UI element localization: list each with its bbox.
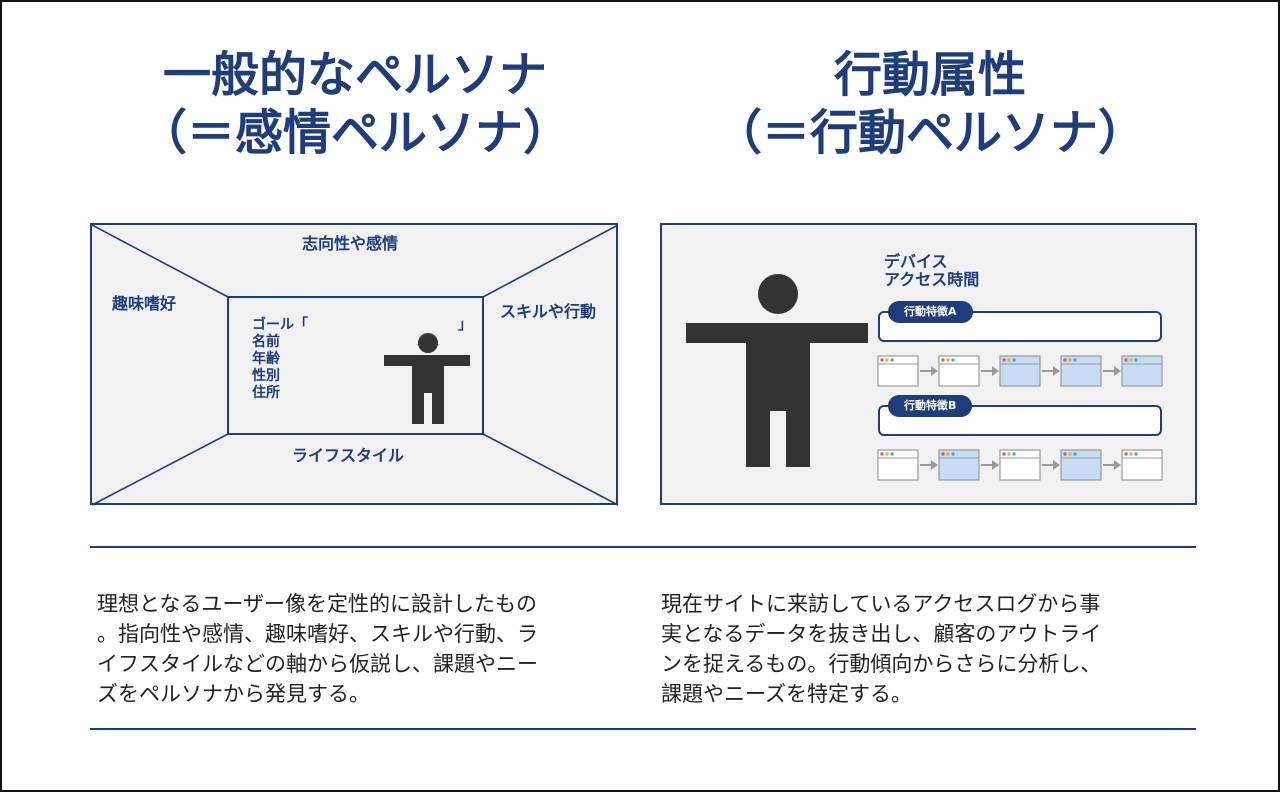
description-line: 実となるデータを抜き出し、顧客のアウトライ — [661, 622, 1102, 646]
flow-arrow-icon — [920, 460, 938, 470]
behavior-persona-title-line2: （＝行動ペルソナ） — [713, 105, 1146, 161]
label-orientation-emotion: 志向性や感情 — [302, 234, 399, 253]
browser-window-icon — [1060, 355, 1102, 387]
flow-arrow-icon — [1103, 366, 1121, 376]
label-lifestyle: ライフスタイル — [292, 446, 405, 465]
description-line: ズをペルソナから発見する。 — [97, 682, 370, 706]
flow-arrow-icon — [981, 366, 999, 376]
description-line: 課題やニーズを特定する。 — [661, 682, 912, 706]
description-line: 理想となるユーザー像を定性的に設計したもの — [97, 592, 537, 616]
description-line: ンを捉えるもの。行動傾向からさらに分析し、 — [661, 652, 1102, 676]
flow-arrow-icon — [1042, 460, 1060, 470]
browser-window-icon — [1060, 449, 1102, 481]
persona-profile-fields: ゴール「 名前 年齢 性別 住所 — [252, 317, 308, 402]
browser-window-icon — [1121, 355, 1163, 387]
description-line: イフスタイルなどの軸から仮説し、課題やニー — [97, 652, 538, 676]
large-person-icon — [686, 274, 868, 467]
feature-b-pill: 行動特徴B — [888, 395, 973, 417]
behavior-figure-and-flows — [686, 274, 1163, 481]
access-time-label: アクセス時間 — [884, 270, 980, 289]
flow-row-a — [877, 355, 1163, 387]
room-perspective-lines — [92, 225, 619, 506]
divider-bottom — [90, 728, 1196, 730]
person-icon — [384, 333, 470, 424]
goal-label: ゴール「 — [252, 317, 308, 333]
device-label: デバイス — [884, 252, 948, 271]
description-line: 。指向性や感情、趣味嗜好、スキルや行動、ラ — [97, 622, 538, 646]
flow-arrow-icon — [981, 460, 999, 470]
goal-close-bracket: 」 — [458, 317, 472, 333]
general-persona-title-line1: 一般的なペルソナ — [162, 47, 547, 103]
flow-arrow-icon — [1103, 460, 1121, 470]
device-access-time-label: デバイス アクセス時間 — [884, 253, 979, 289]
browser-window-icon — [1121, 449, 1163, 481]
flow-arrow-icon — [1042, 366, 1060, 376]
general-persona-description: 理想となるユーザー像を定性的に設計したもの 。指向性や感情、趣味嗜好、スキルや行… — [97, 589, 538, 709]
general-persona-title-line2: （＝感情ペルソナ） — [138, 105, 571, 161]
flow-row-b — [877, 449, 1163, 481]
description-line: 現在サイトに来訪しているアクセスログから事 — [661, 592, 1101, 616]
field-gender: 性別 — [252, 368, 280, 384]
browser-window-icon — [877, 355, 919, 387]
browser-window-icon — [999, 449, 1041, 481]
field-age: 年齢 — [252, 351, 280, 367]
field-address: 住所 — [252, 385, 280, 401]
behavior-persona-title-line1: 行動属性 — [833, 47, 1026, 103]
general-persona-title: 一般的なペルソナ （＝感情ペルソナ） — [92, 46, 618, 162]
behavior-persona-diagram: デバイス アクセス時間 行動特徴A 行動特徴B — [660, 223, 1197, 505]
label-hobbies: 趣味嗜好 — [112, 294, 177, 313]
browser-window-icon — [938, 449, 980, 481]
emotion-persona-diagram: 志向性や感情 趣味嗜好 スキルや行動 ライフスタイル ゴール「 名前 年齢 性別… — [90, 223, 619, 506]
behavior-persona-description: 現在サイトに来訪しているアクセスログから事 実となるデータを抜き出し、顧客のアウ… — [661, 589, 1101, 709]
browser-window-icon — [999, 355, 1041, 387]
behavior-persona-title: 行動属性 （＝行動ペルソナ） — [662, 46, 1198, 162]
flow-arrow-icon — [920, 366, 938, 376]
field-name: 名前 — [252, 334, 280, 350]
feature-a-pill: 行動特徴A — [888, 301, 973, 323]
browser-window-icon — [877, 449, 919, 481]
label-skills-behavior: スキルや行動 — [500, 302, 597, 321]
divider-top — [90, 546, 1196, 548]
browser-window-icon — [938, 355, 980, 387]
